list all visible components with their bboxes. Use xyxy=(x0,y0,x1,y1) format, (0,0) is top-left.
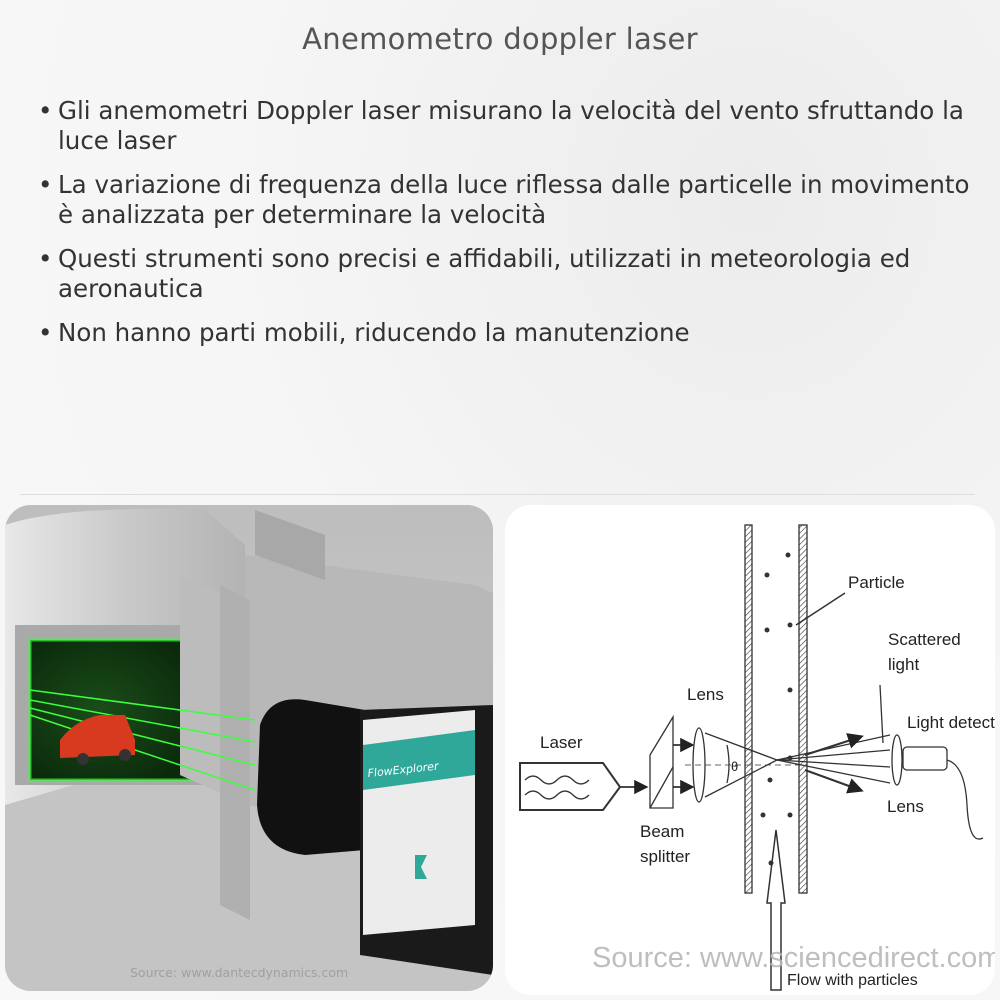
bullet-list: Gli anemometri Doppler laser misurano la… xyxy=(34,96,974,362)
photo-source: Source: www.dantecdynamics.com xyxy=(130,965,348,980)
bullet-item: Non hanno parti mobili, riducendo la man… xyxy=(34,318,974,348)
bullet-item: Gli anemometri Doppler laser misurano la… xyxy=(34,96,974,156)
flow-arrow xyxy=(766,829,786,991)
label-particle: Particle xyxy=(848,573,905,592)
bullet-item: Questi strumenti sono precisi e affidabi… xyxy=(34,244,974,304)
label-scattered: Scattered xyxy=(888,630,961,649)
diagram-source: Source: www.sciencedirect.com xyxy=(592,942,995,974)
scattered-light xyxy=(776,733,891,794)
lens-right xyxy=(891,734,903,786)
model-car xyxy=(60,715,135,758)
label-lens-left: Lens xyxy=(687,685,724,704)
label-light: light xyxy=(888,655,919,674)
label-beam: Beam xyxy=(640,822,684,841)
laser-source xyxy=(519,762,622,811)
dantec-logo xyxy=(415,855,427,879)
divider xyxy=(20,494,975,495)
label-theta: θ xyxy=(731,759,738,774)
laser-beams xyxy=(29,689,256,791)
label-flow: Flow with particles xyxy=(787,972,918,989)
beam-splitter xyxy=(649,714,674,809)
channel-wall-left xyxy=(744,524,753,894)
label-light-detector: Light detector xyxy=(907,713,995,732)
channel-wall-right xyxy=(798,524,808,894)
label-lens-right: Lens xyxy=(887,797,924,816)
lda-diagram: Laser Lens Beam splitter θ Particle Scat… xyxy=(505,505,995,995)
particles xyxy=(760,552,793,866)
lda-photo: FlowExplorer Source: www.dantecdynamics.… xyxy=(5,505,493,991)
probe-lens xyxy=(257,699,365,855)
page-title: Anemometro doppler laser xyxy=(302,22,698,56)
bullet-item: La variazione di frequenza della luce ri… xyxy=(34,170,974,230)
light-detector xyxy=(902,746,948,771)
label-splitter: splitter xyxy=(640,847,690,866)
label-laser: Laser xyxy=(540,733,583,752)
